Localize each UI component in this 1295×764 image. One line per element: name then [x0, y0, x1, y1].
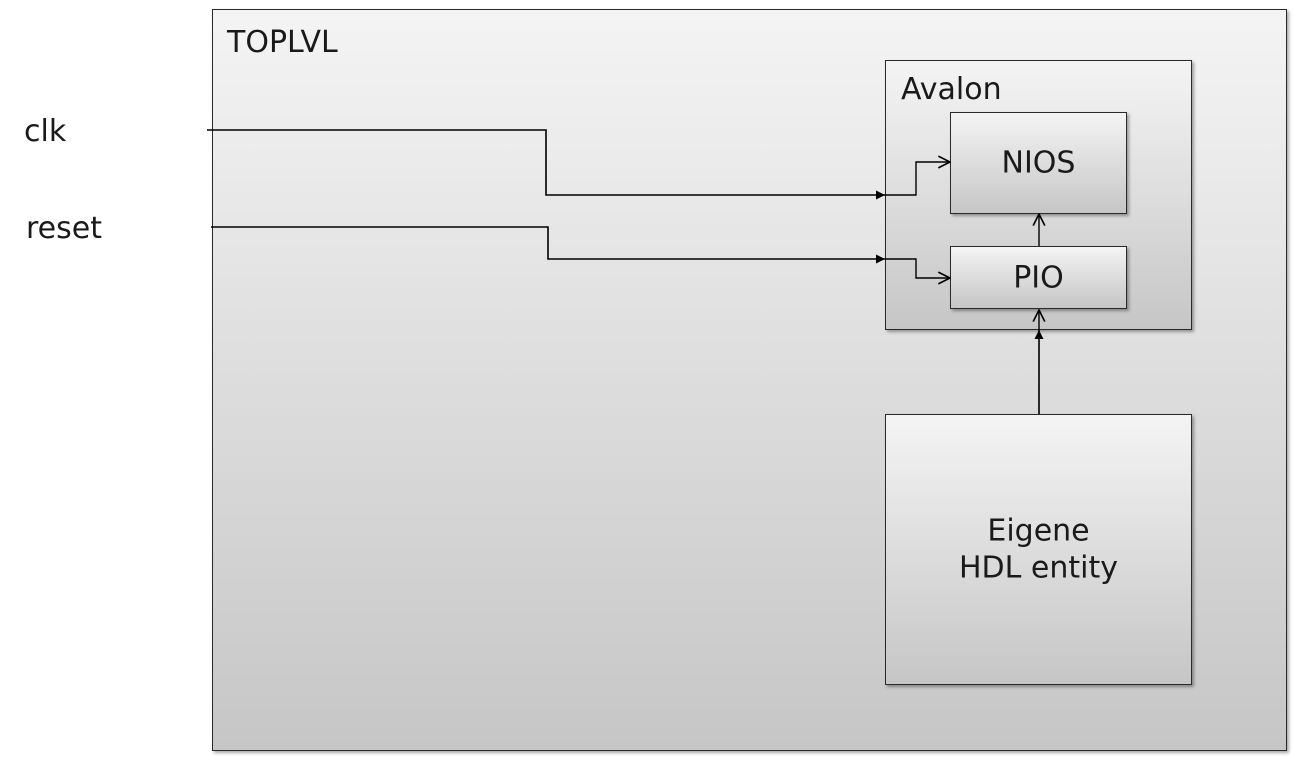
custom-hdl-entity-label-line2: HDL entity	[959, 550, 1118, 586]
toplvl-label: TOPLVL	[227, 25, 338, 60]
custom-hdl-entity-label-line1: Eigene	[987, 513, 1090, 548]
avalon-label: Avalon	[901, 72, 1002, 107]
nios-label: NIOS	[1001, 145, 1076, 181]
custom-hdl-entity-block: Eigene HDL entity	[885, 414, 1192, 685]
reset-signal-label: reset	[26, 211, 102, 246]
nios-block: NIOS	[950, 112, 1127, 214]
pio-block: PIO	[950, 246, 1127, 309]
clk-signal-label: clk	[24, 114, 67, 149]
pio-label: PIO	[1013, 259, 1064, 295]
custom-hdl-entity-label: Eigene HDL entity	[886, 512, 1191, 587]
